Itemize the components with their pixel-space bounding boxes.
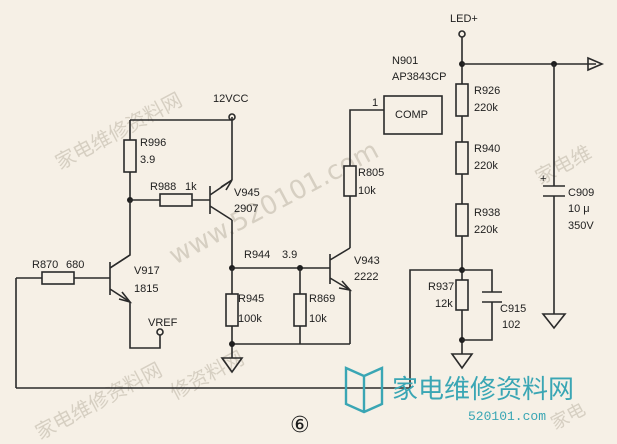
left-section: 12VCC R996 3.9 R988 1k V945 2907 V917 18… (15, 93, 462, 389)
r937-value: 12k (435, 298, 453, 310)
watermark-url: www.520101.com (164, 135, 384, 271)
resistor-r988 (159, 193, 193, 207)
led-plus-terminal (458, 30, 466, 38)
resistor-r937 (455, 279, 469, 311)
vref-label: VREF (148, 317, 178, 329)
logo-text: 家电维修资料网 (392, 375, 574, 405)
c915-value: 102 (502, 319, 520, 331)
vcc-label: 12VCC (213, 93, 249, 105)
c915-label: C915 (500, 303, 526, 315)
c909-voltage: 350V (568, 220, 594, 232)
r940-value: 220k (474, 160, 498, 172)
output-arrow (587, 56, 605, 72)
vref-terminal (156, 328, 164, 336)
book-icon (344, 366, 384, 414)
r870-value: 680 (66, 259, 84, 271)
site-logo: 家电维修资料网 520101.com (344, 366, 574, 424)
r805-value: 10k (358, 185, 376, 197)
right-section: LED+ R926 220k R940 220k R938 220k R937 … (428, 13, 605, 370)
r945-value: 100k (238, 313, 262, 325)
r869-value: 10k (309, 313, 327, 325)
n901-label: N901 (392, 55, 418, 67)
v945-label: V945 (234, 187, 260, 199)
r870-label: R870 (32, 259, 58, 271)
ground-symbol-left (220, 357, 244, 374)
r988-value: 1k (185, 181, 197, 193)
ground-symbol-divider (450, 353, 474, 370)
figure-number: ⑥ (290, 413, 310, 438)
r944-label: R944 (244, 249, 270, 261)
v917-type: 1815 (134, 283, 158, 295)
v943-label: V943 (354, 255, 380, 267)
led-plus-label: LED+ (450, 13, 478, 25)
v945-type: 2907 (234, 203, 258, 215)
r944-value: 3.9 (282, 249, 297, 261)
r996-value: 3.9 (140, 154, 155, 166)
r940-label: R940 (474, 143, 500, 155)
vcc-rail (130, 117, 233, 180)
c909-plus: + (540, 173, 546, 185)
resistor-r996 (123, 139, 137, 173)
r937-label: R937 (428, 281, 454, 293)
comp-label: COMP (395, 109, 428, 121)
logo-url: 520101.com (468, 409, 546, 424)
feedback-wire (16, 269, 462, 389)
transistor-v943 (329, 247, 351, 291)
capacitor-c915 (482, 291, 502, 303)
resistor-r940 (455, 141, 469, 175)
r988-label: R988 (150, 181, 176, 193)
watermark-cn-top: 家电维修资料网 (51, 87, 186, 174)
resistor-r945 (225, 293, 239, 327)
resistor-r869 (293, 293, 307, 327)
comp-pin: 1 (372, 97, 378, 109)
resistor-r938 (455, 203, 469, 237)
comp-box (383, 95, 443, 135)
watermark-cn-mid: 修资料网 (166, 346, 248, 405)
resistor-r870 (41, 271, 75, 285)
resistor-r805 (343, 165, 357, 197)
r805-label: R805 (358, 167, 384, 179)
r938-value: 220k (474, 224, 498, 236)
v943-type: 2222 (354, 271, 378, 283)
r996-label: R996 (140, 137, 166, 149)
c909-value: 10 μ (568, 203, 590, 215)
middle-section: R944 3.9 R945 100k R869 10k V943 2222 R8… (220, 109, 384, 374)
ic-part-number: AP3843CP (392, 71, 446, 83)
transistor-v917 (109, 254, 131, 303)
ic-n901: 1 COMP N901 AP3843CP (372, 55, 446, 135)
r869-label: R869 (309, 293, 335, 305)
ground-symbol-right (541, 313, 567, 330)
resistor-r926 (455, 83, 469, 117)
v917-label: V917 (134, 265, 160, 277)
c909-label: C909 (568, 187, 594, 199)
r938-label: R938 (474, 207, 500, 219)
r926-value: 220k (474, 102, 498, 114)
watermark-cn-bottom: 家电维修资料网 (31, 357, 166, 444)
r945-label: R945 (238, 293, 264, 305)
r926-label: R926 (474, 85, 500, 97)
capacitor-c909 (543, 185, 565, 197)
